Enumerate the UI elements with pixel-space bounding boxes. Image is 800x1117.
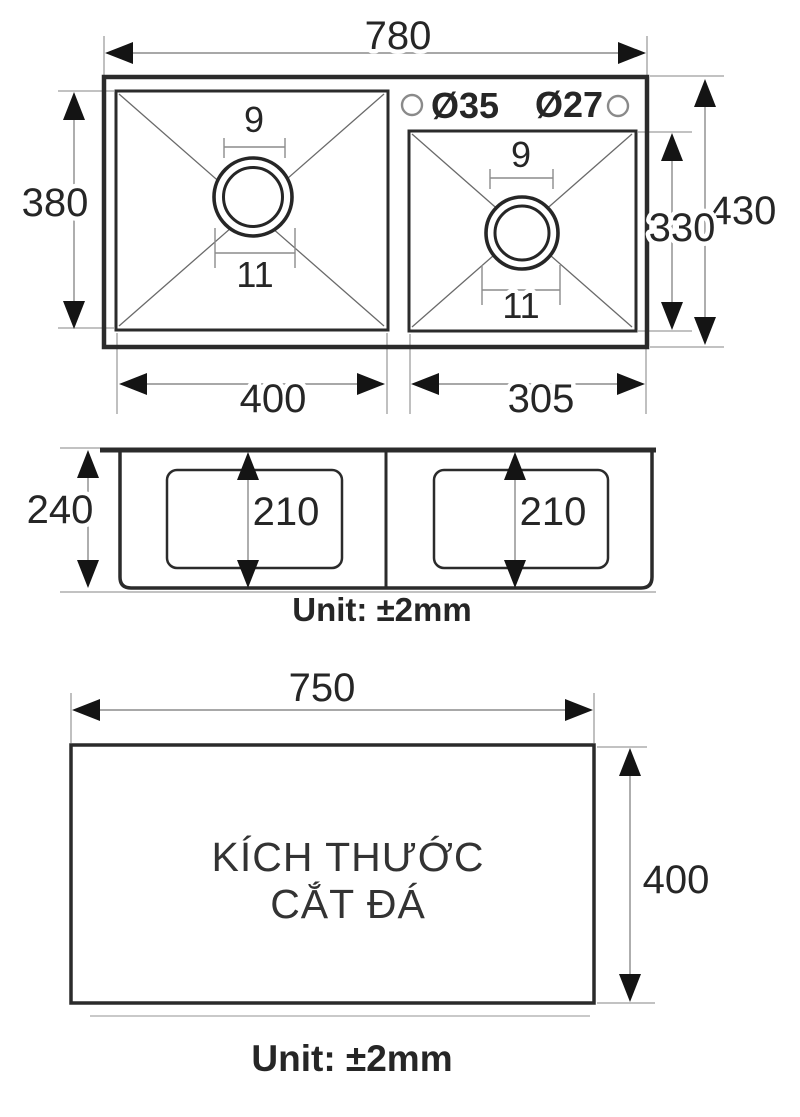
sink-section-view: 240 210 210 Unit: ±2mm bbox=[22, 447, 656, 628]
cutout-height-label: 400 bbox=[643, 858, 710, 902]
right-drain-bottom-label: 11 bbox=[502, 285, 539, 326]
overall-height-label: 430 bbox=[710, 189, 777, 233]
left-bowl bbox=[114, 89, 390, 332]
right-bowl-height-label: 330 bbox=[649, 206, 716, 250]
dim-left-bowl-height-380: 380 bbox=[17, 92, 93, 329]
cutout-title-line2: CẮT ĐÁ bbox=[270, 881, 426, 927]
section-unit-note: Unit: ±2mm bbox=[292, 591, 471, 628]
section-depth-label: 240 bbox=[27, 488, 94, 532]
dim-right-bowl-depth-210: 210 bbox=[504, 452, 591, 588]
dim-overall-width-780: 780 bbox=[105, 10, 646, 64]
left-bowl-height-label: 380 bbox=[22, 181, 89, 225]
left-drain bbox=[212, 156, 294, 238]
extension-lines-section bbox=[60, 447, 656, 593]
cutout-unit-note: Unit: ±2mm bbox=[251, 1038, 452, 1079]
sink-top-view: 9 11 9 11 Ø35 Ø27 780 bbox=[17, 10, 781, 426]
faucet-hole-small bbox=[606, 94, 630, 118]
right-drain-top-label: 9 bbox=[511, 134, 531, 175]
dim-section-depth-240: 240 bbox=[22, 450, 99, 588]
dim-right-bowl-width-305: 305 bbox=[411, 373, 645, 426]
left-drain-bottom-label: 11 bbox=[236, 254, 273, 295]
right-bowl-width-label: 305 bbox=[508, 377, 575, 421]
extension-lines-cutout bbox=[70, 693, 655, 1017]
extension-lines-top bbox=[58, 36, 724, 414]
right-bowl bbox=[407, 129, 638, 333]
faucet-hole-large bbox=[400, 93, 424, 117]
dim-cutout-height-400: 400 bbox=[619, 748, 714, 1002]
left-bowl-width-label: 400 bbox=[240, 377, 307, 421]
dim-left-bowl-depth-210: 210 bbox=[237, 452, 324, 588]
right-bowl-depth-label: 210 bbox=[520, 490, 587, 534]
sink-outline bbox=[101, 74, 650, 350]
faucet-holes: Ø35 Ø27 bbox=[400, 84, 630, 126]
dim-cutout-width-750: 750 bbox=[72, 662, 593, 721]
right-drain-dims: 9 11 bbox=[481, 130, 561, 331]
dim-left-bowl-width-400: 400 bbox=[119, 373, 385, 426]
left-drain-top-label: 9 bbox=[244, 99, 264, 140]
cutout-rect bbox=[69, 743, 596, 1005]
faucet-hole-small-label: Ø27 bbox=[535, 84, 603, 125]
left-drain-dims: 9 11 bbox=[214, 95, 296, 300]
dim-right-bowl-height-330: 330 bbox=[644, 133, 720, 330]
cutout-title-line1: KÍCH THƯỚC bbox=[211, 834, 484, 880]
stone-cutout-view: 750 KÍCH THƯỚC CẮT ĐÁ 400 Unit: ±2mm bbox=[69, 662, 714, 1079]
cutout-width-label: 750 bbox=[289, 666, 356, 710]
dim-overall-height-430: 430 bbox=[694, 79, 781, 345]
right-drain bbox=[484, 195, 560, 271]
overall-width-label: 780 bbox=[365, 14, 432, 58]
faucet-hole-large-label: Ø35 bbox=[431, 85, 499, 126]
left-bowl-depth-label: 210 bbox=[253, 490, 320, 534]
